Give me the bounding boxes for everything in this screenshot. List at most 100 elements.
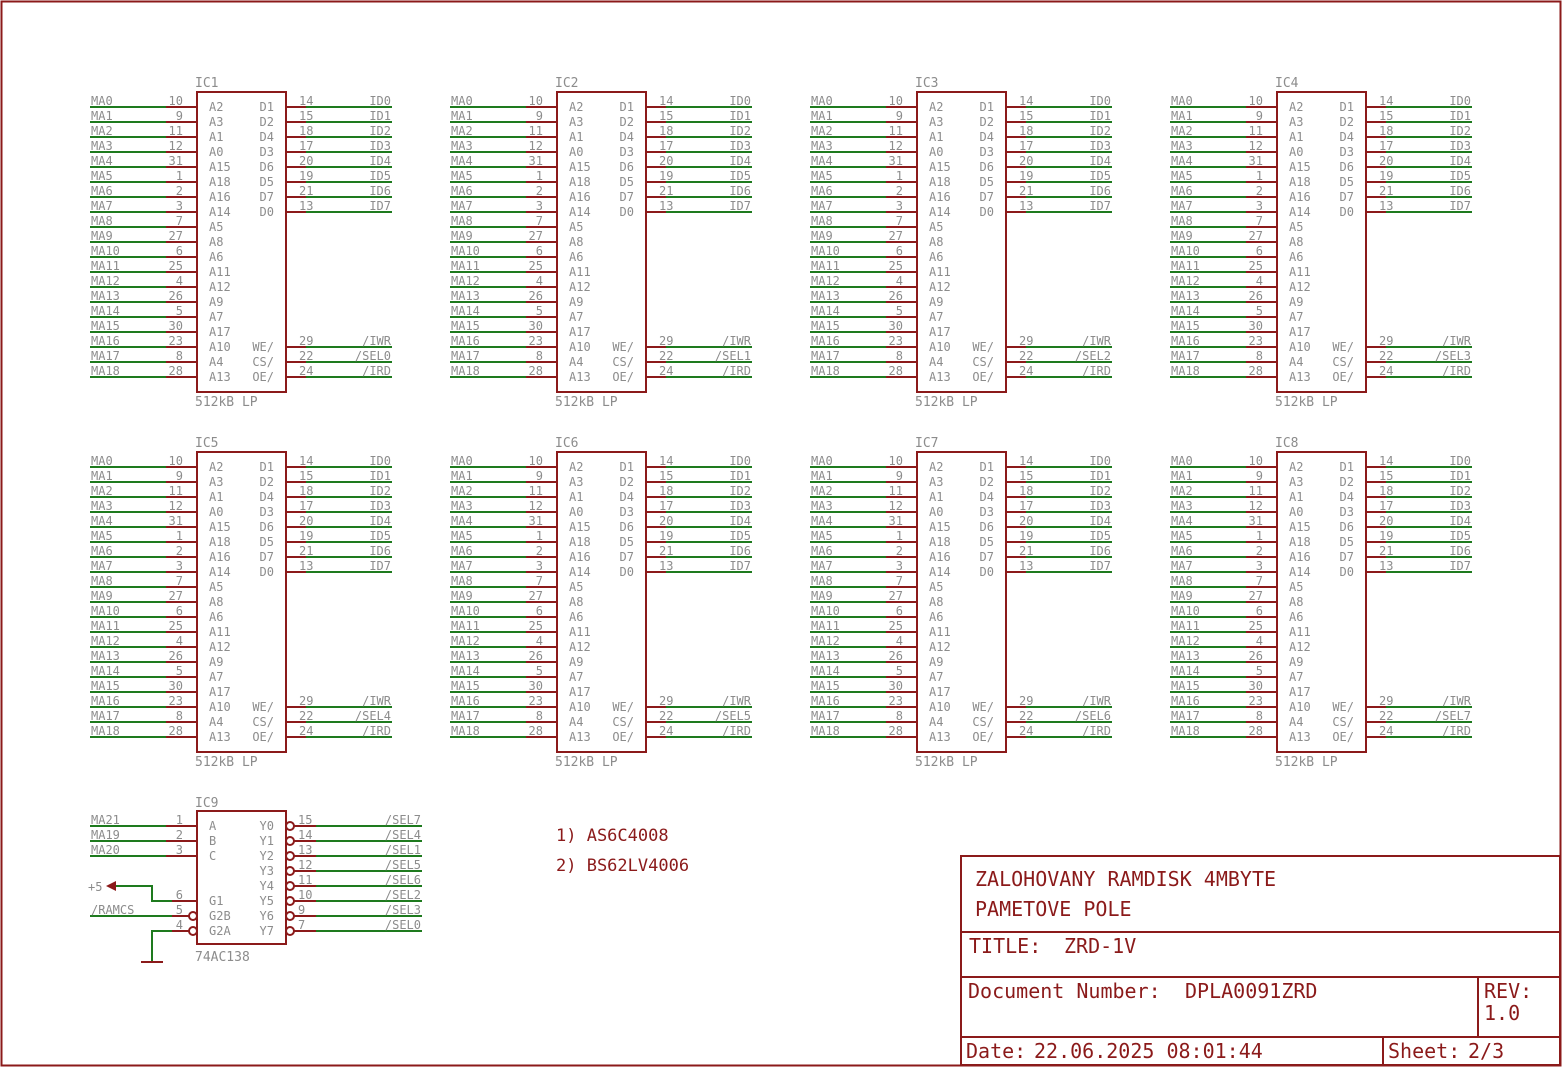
pin-label: A11 <box>929 625 951 639</box>
pin-label: A7 <box>929 670 943 684</box>
net-label: ID4 <box>729 154 751 168</box>
pin-label: Y4 <box>260 879 274 893</box>
pin-number: 6 <box>536 604 543 618</box>
net-label: MA17 <box>811 349 840 363</box>
pin-label: Y7 <box>260 924 274 938</box>
net-label: MA7 <box>451 199 473 213</box>
pin-label: D5 <box>260 535 274 549</box>
pin-label: A4 <box>1289 355 1303 369</box>
pin-label: D7 <box>980 550 994 564</box>
pin-label: D0 <box>620 205 634 219</box>
pin-number: 5 <box>1256 664 1263 678</box>
net-label: MA12 <box>1171 634 1200 648</box>
net-label: MA15 <box>91 319 120 333</box>
pin-label: D1 <box>1340 100 1354 114</box>
pin-label: A17 <box>929 325 951 339</box>
pin-number: 1 <box>1256 529 1263 543</box>
net-label: /IRD <box>1082 364 1111 378</box>
pin-number: 6 <box>1256 244 1263 258</box>
pin-label: D5 <box>260 175 274 189</box>
pin-number: 13 <box>299 559 313 573</box>
chip-value: 512kB LP <box>555 395 618 410</box>
net-label: /RAMCS <box>91 903 134 917</box>
pin-number: 21 <box>659 544 673 558</box>
pin-label: A8 <box>929 235 943 249</box>
pin-label: A1 <box>569 490 583 504</box>
pin-number: 27 <box>1249 589 1263 603</box>
pin-label: A7 <box>569 670 583 684</box>
pin-label: Y6 <box>260 909 274 923</box>
net-label: /IWR <box>362 334 392 348</box>
net-label: MA6 <box>91 184 113 198</box>
net-label: ID2 <box>729 124 751 138</box>
pin-number: 13 <box>1019 559 1033 573</box>
net-label: MA13 <box>811 649 840 663</box>
net-label: /SEL7 <box>385 813 421 827</box>
net-label: MA10 <box>451 244 480 258</box>
pin-number: 2 <box>176 544 183 558</box>
net-label: /IRD <box>1442 724 1471 738</box>
net-label: MA9 <box>811 229 833 243</box>
pin-label: A1 <box>1289 130 1303 144</box>
net-label: /SEL2 <box>1075 349 1111 363</box>
pin-number: 31 <box>889 154 903 168</box>
pin-label: A3 <box>929 115 943 129</box>
net-label: ID3 <box>729 139 751 153</box>
sheet-value: 2/3 <box>1468 1039 1504 1063</box>
pin-number: 25 <box>1249 259 1263 273</box>
pin-label: A13 <box>929 730 951 744</box>
net-label: ID6 <box>369 184 391 198</box>
pin-number: 19 <box>659 529 673 543</box>
net-label: MA0 <box>811 94 833 108</box>
pin-label: A15 <box>1289 520 1311 534</box>
net-label: MA3 <box>451 499 473 513</box>
pin-label: D6 <box>260 160 274 174</box>
net-label: MA18 <box>1171 724 1200 738</box>
pin-number: 11 <box>529 124 543 138</box>
pin-number: 28 <box>1249 724 1263 738</box>
net-label: MA9 <box>1171 229 1193 243</box>
pin-label: A10 <box>209 340 231 354</box>
net-label: MA4 <box>811 514 833 528</box>
net-label: MA8 <box>1171 574 1193 588</box>
net-label: MA1 <box>451 109 473 123</box>
pin-number: 22 <box>299 709 313 723</box>
pin-number: 8 <box>896 349 903 363</box>
pin-number: 6 <box>176 604 183 618</box>
sheet-label: Sheet: <box>1388 1039 1460 1063</box>
net-label: MA13 <box>1171 649 1200 663</box>
inversion-bubble <box>285 911 295 921</box>
pin-label: D0 <box>1340 205 1354 219</box>
net-label: MA5 <box>1171 169 1193 183</box>
net-label: MA4 <box>811 154 833 168</box>
net-label: MA4 <box>451 154 473 168</box>
pin-label: D3 <box>260 505 274 519</box>
pin-number: 22 <box>1019 349 1033 363</box>
net-label: /IRD <box>362 724 391 738</box>
pin-label: D4 <box>980 490 994 504</box>
pin-label: A3 <box>1289 475 1303 489</box>
pin-number: 9 <box>176 109 183 123</box>
pin-label: WE/ <box>252 700 274 714</box>
pin-label: A18 <box>929 175 951 189</box>
pin-label: A6 <box>209 610 223 624</box>
pin-number: 1 <box>536 169 543 183</box>
net-label: MA10 <box>811 244 840 258</box>
pin-label: A5 <box>1289 220 1303 234</box>
net-label: /SEL7 <box>1435 709 1471 723</box>
net-label: ID3 <box>1089 499 1111 513</box>
pin-number: 10 <box>1249 454 1263 468</box>
pin-number: 8 <box>176 349 183 363</box>
pin-label: D7 <box>260 190 274 204</box>
pin-label: A7 <box>209 670 223 684</box>
net-label: ID6 <box>1089 544 1111 558</box>
net-label: MA12 <box>811 274 840 288</box>
pin-number: 18 <box>659 124 673 138</box>
chip-value: 512kB LP <box>195 755 258 770</box>
net-label: ID7 <box>1089 559 1111 573</box>
pin-number: 29 <box>1019 694 1033 708</box>
